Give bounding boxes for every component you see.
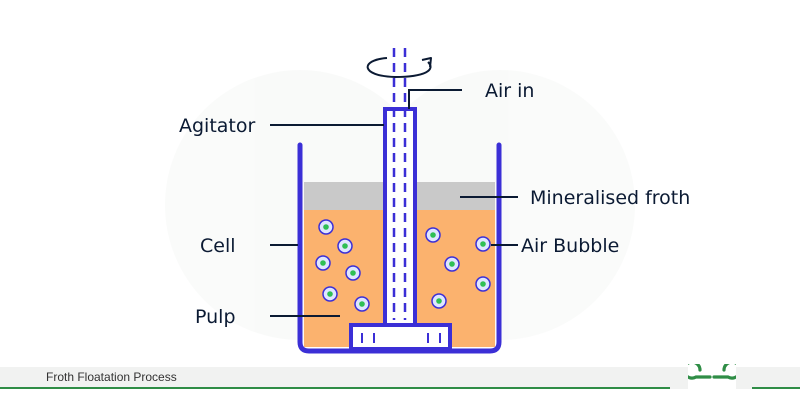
footer-caption: Froth Floatation Process (46, 370, 177, 384)
label-air-in: Air in (485, 80, 534, 102)
label-pulp: Pulp (195, 306, 236, 328)
air-bubble (444, 256, 460, 272)
footer-accent-line-left (0, 387, 670, 389)
label-cell: Cell (200, 235, 236, 257)
footer-bar (0, 367, 800, 389)
air-bubble (315, 255, 331, 271)
air-bubble (318, 219, 334, 235)
air-bubble (425, 227, 441, 243)
air-bubble (337, 238, 353, 254)
air-bubble (354, 296, 370, 312)
impeller-marks (361, 333, 441, 343)
impeller-base (349, 323, 452, 351)
label-air-bubble: Air Bubble (521, 235, 619, 257)
air-bubble (322, 286, 338, 302)
leader-lines (270, 89, 518, 317)
label-agitator: Agitator (179, 115, 256, 137)
rotation-arrow-icon (366, 57, 432, 79)
agitator-shaft (383, 107, 417, 329)
air-bubble (431, 293, 447, 309)
air-bubble (475, 276, 491, 292)
leader-air-in (408, 89, 462, 109)
label-mineralised-froth: Mineralised froth (530, 187, 690, 209)
air-bubbles (315, 219, 491, 312)
air-bubble (345, 265, 361, 281)
geeksforgeeks-logo-icon (688, 364, 736, 390)
air-bubble (475, 236, 491, 252)
footer-accent-line-right (752, 387, 800, 389)
